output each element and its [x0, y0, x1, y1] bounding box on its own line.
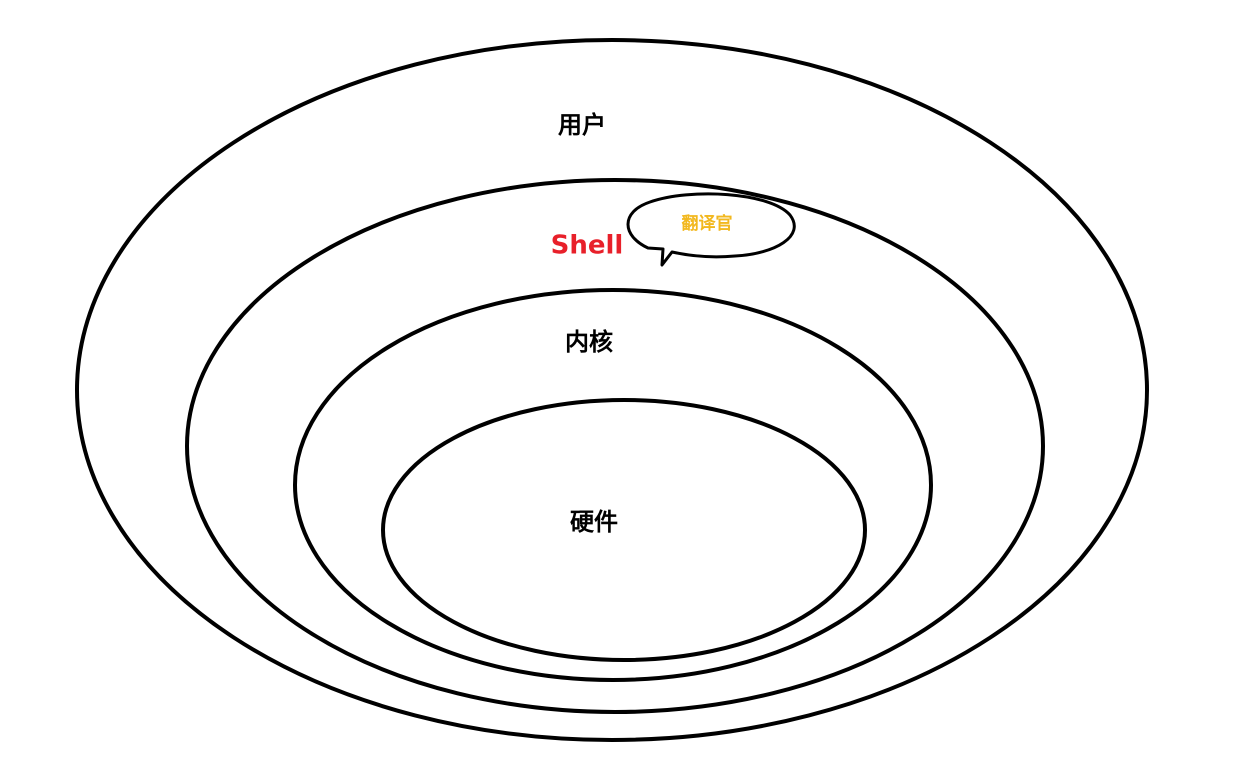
translator-callout: 翻译官 [626, 192, 796, 267]
kernel-layer-label: 内核 [565, 328, 613, 356]
kernel-layer-ring [293, 288, 933, 682]
shell-layer-ring [185, 178, 1045, 714]
speech-bubble-shape [626, 192, 796, 267]
hardware-layer-ring [381, 398, 867, 662]
user-layer-label: 用户 [558, 111, 606, 139]
hardware-layer-label: 硬件 [570, 508, 618, 536]
callout-text: 翻译官 [682, 213, 733, 234]
shell-layer-label: Shell [551, 231, 624, 261]
user-layer-ring [75, 38, 1149, 742]
